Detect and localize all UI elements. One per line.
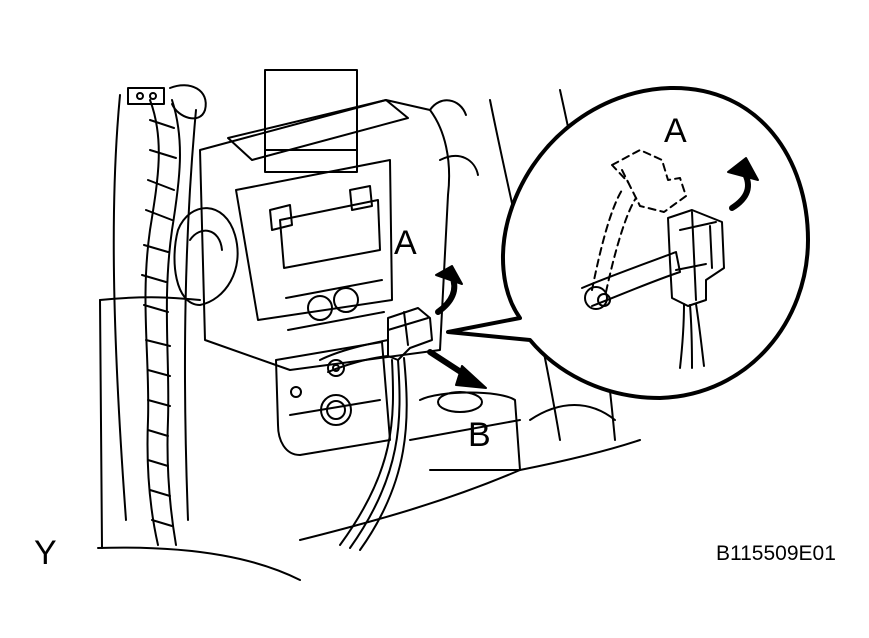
main-label-b: B [468,416,491,454]
callout-label-a: A [664,112,687,150]
retractor-housing [173,69,479,371]
left-trim-panel [97,94,301,581]
arrow-rotate-up [435,265,463,315]
main-label-a: A [394,224,417,262]
arrow-rotate-detail [727,157,759,211]
mounting-bracket [275,341,391,456]
arrow-pull-out [427,349,487,389]
buckle-switch-main [319,307,433,551]
detail-callout [446,85,810,400]
figure-code: B115509E01 [716,542,836,565]
view-marker: Y [34,534,57,572]
detail-buckle-switch [581,149,725,369]
wire-harness [127,84,207,546]
